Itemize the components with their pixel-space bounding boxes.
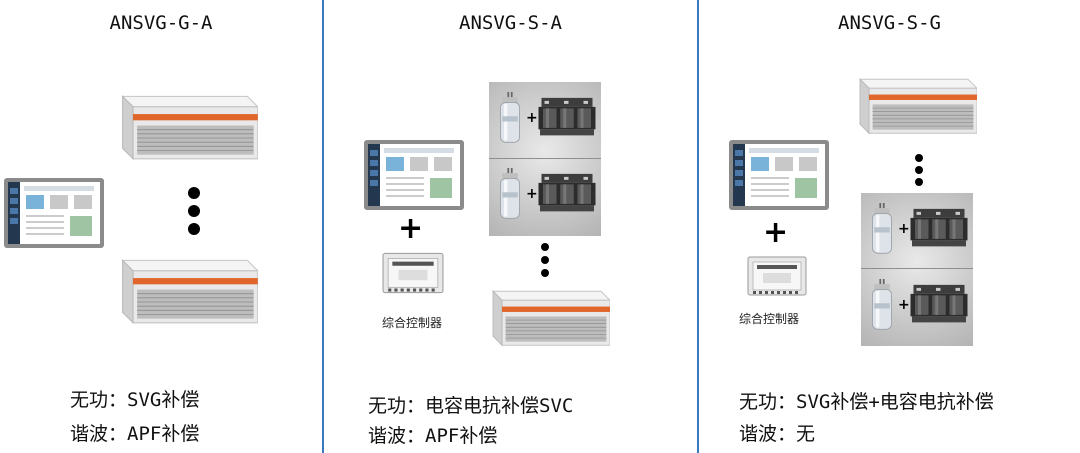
plus-sign: + [398, 211, 424, 246]
column-title: ANSVG-S-A [459, 12, 562, 34]
controller-label: 综合控制器 [739, 312, 800, 326]
svg-cabinet-image [851, 70, 977, 138]
column-ansvg-s-g: ANSVG-S-G + 综合控制器 + + 无功：SVG补偿+电容电抗补偿 谐波… [699, 0, 1080, 453]
column-divider [322, 0, 324, 453]
capacitor-image [869, 203, 895, 255]
capacitor-image [869, 279, 895, 331]
plus-sign: + [898, 297, 910, 313]
column-divider [697, 0, 699, 453]
controller-image [382, 252, 444, 294]
reactive-compensation-text: 无功：电容电抗补偿SVC [368, 395, 574, 417]
plus-sign: + [526, 110, 538, 126]
hmi-panel-image [4, 178, 104, 248]
capacitor-reactor-photo: + + [489, 82, 601, 236]
ellipsis-dot [915, 166, 923, 174]
controller-image [747, 256, 807, 296]
ellipsis-dot [541, 269, 549, 277]
svg-cabinet-image [112, 250, 258, 328]
column-title: ANSVG-G-A [109, 12, 213, 34]
reactor-image [909, 283, 969, 325]
harmonic-compensation-text: 谐波：APF补偿 [70, 423, 200, 445]
harmonic-compensation-text: 谐波：APF补偿 [368, 425, 498, 447]
reactive-compensation-text: 无功：SVG补偿+电容电抗补偿 [739, 391, 994, 413]
capacitor-reactor-photo: + + [861, 193, 973, 346]
ellipsis-dot [188, 187, 200, 199]
column-title: ANSVG-S-G [838, 12, 941, 34]
reactor-image [909, 207, 969, 249]
svg-cabinet-image [112, 86, 258, 164]
capacitor-image [497, 92, 523, 144]
column-ansvg-g-a: ANSVG-G-A 无功：SVG补偿 谐波：APF补偿 [0, 0, 322, 453]
column-ansvg-s-a: ANSVG-S-A + 综合控制器 + + 无功：电容电抗补偿SVC 谐波：AP… [324, 0, 697, 453]
ellipsis-dot [541, 243, 549, 251]
ellipsis-dot [188, 223, 200, 235]
hmi-panel-image [729, 140, 829, 210]
capacitor-image [497, 168, 523, 220]
reactive-compensation-text: 无功：SVG补偿 [70, 389, 200, 411]
ellipsis-dot [915, 154, 923, 162]
ellipsis-dot [915, 178, 923, 186]
harmonic-compensation-text: 谐波：无 [739, 423, 816, 445]
reactor-image [537, 172, 597, 214]
controller-label: 综合控制器 [382, 316, 443, 330]
plus-sign: + [526, 186, 538, 202]
ellipsis-dot [541, 256, 549, 264]
plus-sign: + [898, 221, 910, 237]
plus-sign: + [763, 215, 789, 250]
hmi-panel-image [364, 140, 464, 210]
reactor-image [537, 96, 597, 138]
svg-cabinet-image [484, 282, 610, 350]
ellipsis-dot [188, 205, 200, 217]
